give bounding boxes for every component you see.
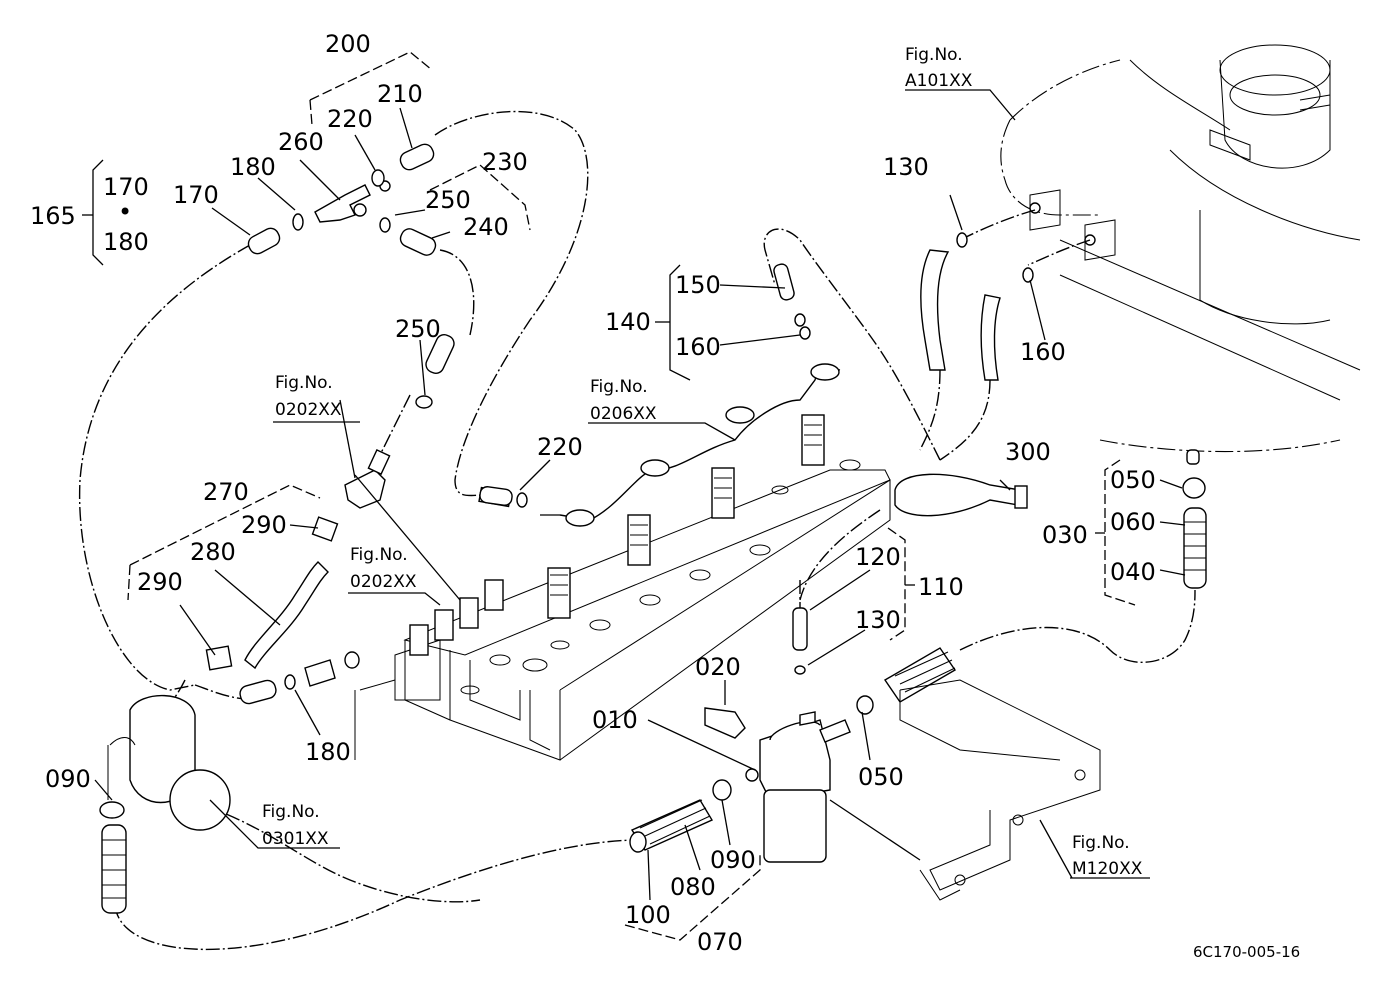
label-250: 250 (425, 186, 471, 214)
label-290: 290 (241, 511, 287, 539)
figref-code: A101XX (905, 71, 973, 91)
label-210: 210 (377, 80, 423, 108)
label-050: 050 (1110, 466, 1156, 494)
figref-code: 0202XX (275, 400, 342, 420)
label-180: 180 (230, 153, 276, 181)
label-250: 250 (395, 315, 441, 343)
figref-title: Fig.No. (350, 545, 408, 565)
part-number-labels: 200 210 220 260 180 230 250 240 170 165 … (30, 30, 1156, 956)
figref-title: Fig.No. (275, 373, 333, 393)
label-080: 080 (670, 873, 716, 901)
label-060: 060 (1110, 508, 1156, 536)
figref-title: Fig.No. (1072, 833, 1130, 853)
label-165-170: 170 (103, 173, 149, 201)
hose-parts (99, 143, 1207, 914)
figref-code: 0301XX (262, 829, 329, 849)
label-090: 090 (45, 765, 91, 793)
label-240: 240 (463, 213, 509, 241)
label-160: 160 (1020, 338, 1066, 366)
label-130: 130 (855, 606, 901, 634)
label-160: 160 (675, 333, 721, 361)
label-165-dot: • (118, 198, 132, 226)
figref-code: 0206XX (590, 404, 657, 424)
figref-code: 0202XX (350, 572, 417, 592)
fuel-tank (1000, 44, 1361, 453)
label-280: 280 (190, 538, 236, 566)
label-220: 220 (327, 105, 373, 133)
drawing-code: 6C170-005-16 (1193, 943, 1300, 961)
label-165: 165 (30, 202, 76, 230)
label-290: 290 (137, 568, 183, 596)
label-030: 030 (1042, 521, 1088, 549)
label-270: 270 (203, 478, 249, 506)
label-140: 140 (605, 308, 651, 336)
figref-title: Fig.No. (905, 45, 963, 65)
label-180: 180 (305, 738, 351, 766)
leader-lines (94, 89, 1186, 901)
label-120: 120 (855, 543, 901, 571)
label-300: 300 (1005, 438, 1051, 466)
label-220: 220 (537, 433, 583, 461)
label-165-180: 180 (103, 228, 149, 256)
label-200: 200 (325, 30, 371, 58)
label-100: 100 (625, 901, 671, 929)
label-130: 130 (883, 153, 929, 181)
figref-code: M120XX (1072, 859, 1143, 879)
label-230: 230 (482, 148, 528, 176)
label-050: 050 (858, 763, 904, 791)
label-090: 090 (710, 846, 756, 874)
label-010: 010 (592, 706, 638, 734)
label-170: 170 (173, 181, 219, 209)
figref-title: Fig.No. (590, 377, 648, 397)
label-260: 260 (278, 128, 324, 156)
label-040: 040 (1110, 558, 1156, 586)
label-020: 020 (695, 653, 741, 681)
label-110: 110 (918, 573, 964, 601)
group-brackets (82, 51, 1136, 941)
label-150: 150 (675, 271, 721, 299)
figref-title: Fig.No. (262, 802, 320, 822)
figure-references: Fig.No. 0202XX Fig.No. 0206XX Fig.No. 02… (262, 45, 1143, 879)
label-070: 070 (697, 928, 743, 956)
